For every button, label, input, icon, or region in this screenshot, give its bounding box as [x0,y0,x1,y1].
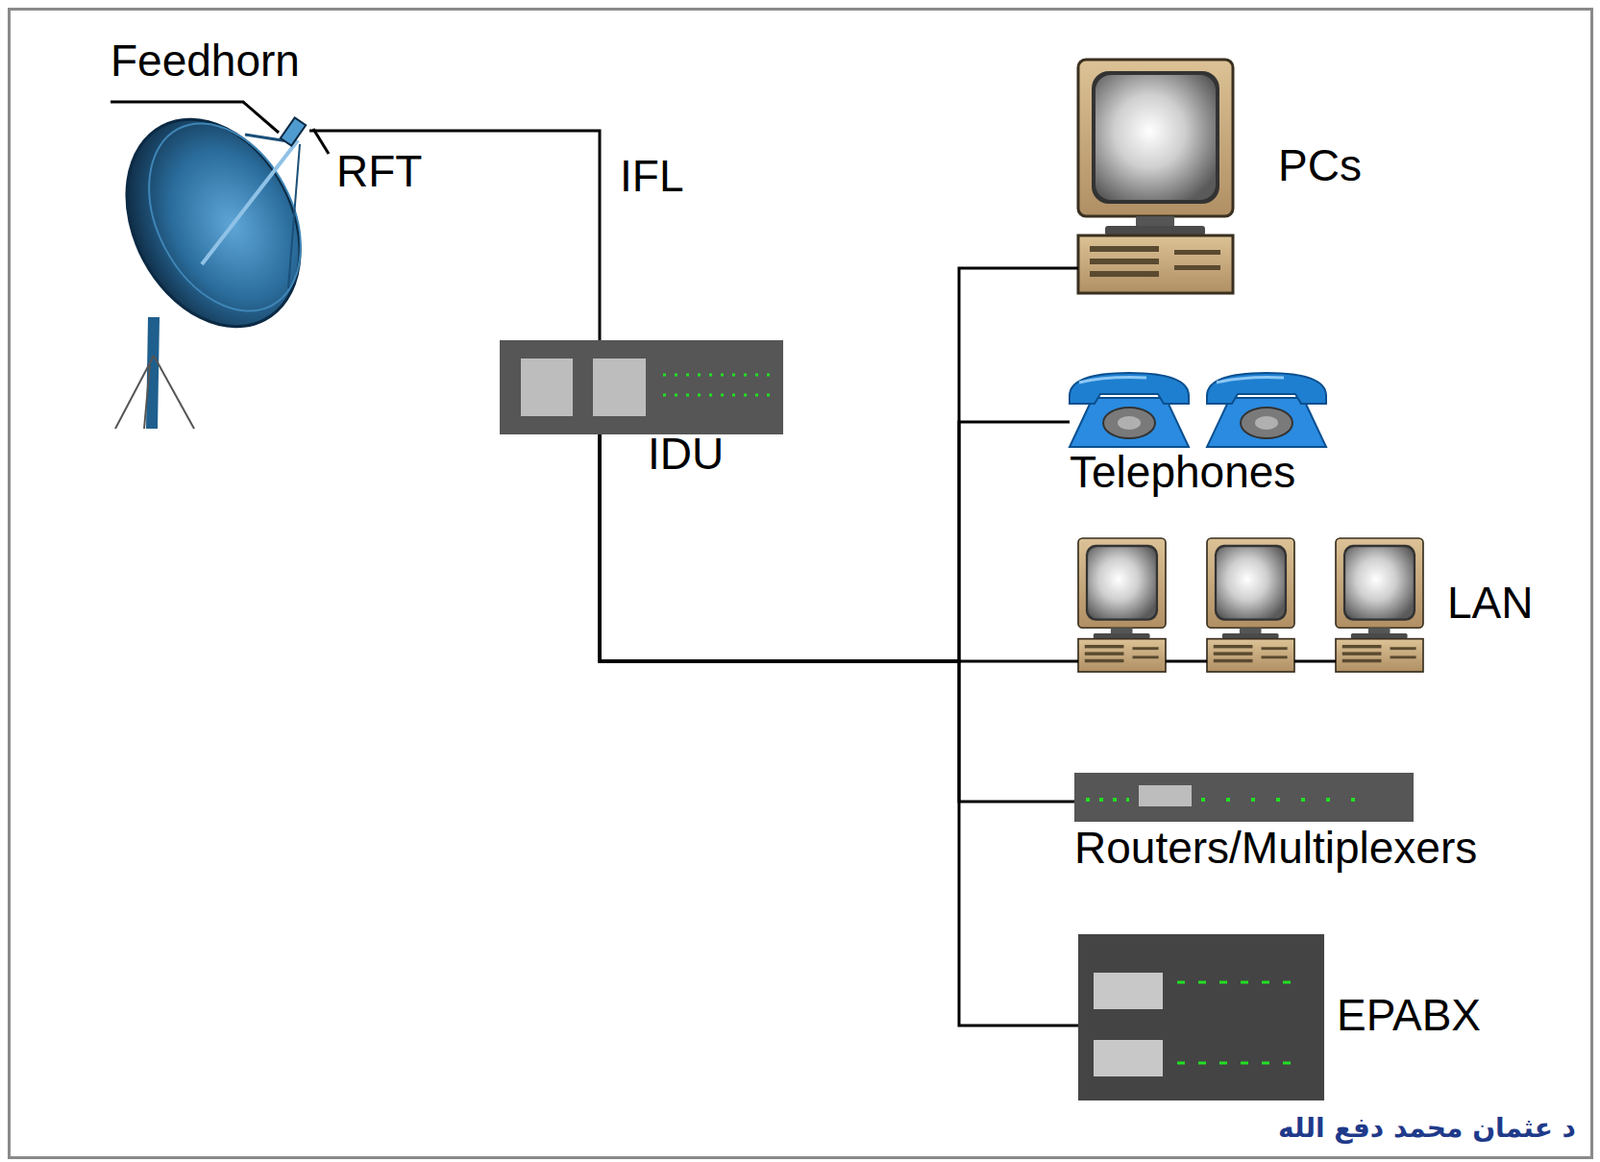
node-label: Routers/Multiplexers [1074,825,1477,870]
lan-icon: LAN [1078,538,1427,672]
indoor-unit: IDU [499,340,784,435]
epabx-box: EPABX [1078,934,1325,1101]
node-label: RFT [336,148,422,194]
watermark: د عثمان محمد دفع الله [1278,1114,1576,1142]
cable [599,434,1079,1026]
node-label: EPABX [1336,992,1481,1037]
cable [599,434,1075,802]
part-name: Feedhorn [110,38,300,83]
cable [599,268,1079,662]
cable [309,130,600,341]
node-label: LAN [1447,580,1533,625]
satellite-dish: RFT [112,112,310,429]
cable-label: IFL [619,153,684,198]
node-label: Telephones [1069,449,1296,494]
cable [599,421,1070,662]
telephone-icon: Telephones [1069,372,1327,447]
pc-icon: PCs [1078,59,1233,294]
node-label: IDU [647,431,724,476]
node-label: PCs [1278,143,1362,188]
router-box: Routers/Multiplexers [1074,772,1414,822]
